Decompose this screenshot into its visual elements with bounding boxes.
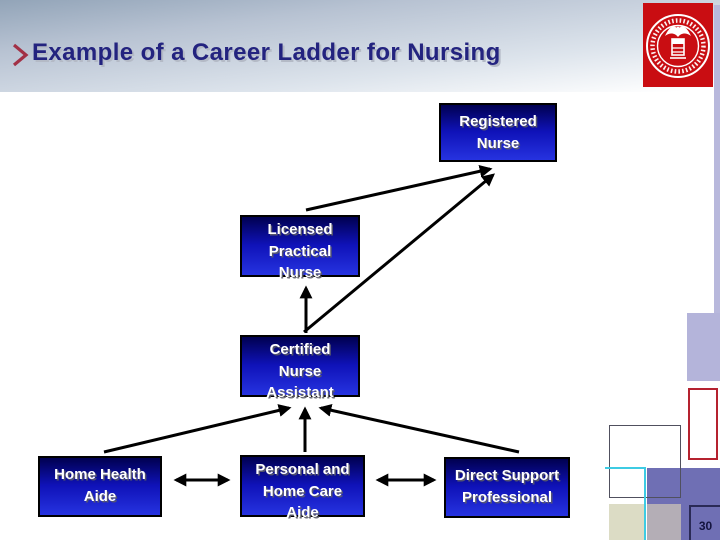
chevron-icon xyxy=(12,43,29,67)
arrow-hha-to-cna xyxy=(103,404,292,454)
title-row: Example of a Career Ladder for Nursing xyxy=(10,40,501,68)
cyan-line-decoration xyxy=(605,467,646,469)
cyan-line-decoration xyxy=(644,467,646,540)
arrow-lpn-to-rn xyxy=(305,164,493,212)
node-label: Home Health Aide xyxy=(54,466,146,505)
department-of-labor-seal-icon xyxy=(643,3,713,87)
node-certified-nurse-assistant: Certified Nurse Assistant xyxy=(240,335,360,401)
node-label: Personal and Home Care Aide xyxy=(255,461,350,521)
node-home-health-aide: Home Health Aide xyxy=(38,456,162,517)
node-label: Certified Nurse Assistant xyxy=(266,341,334,401)
lavender-square-decoration xyxy=(687,313,720,381)
page-number: 30 xyxy=(698,519,713,533)
node-label: Direct Support Professional xyxy=(454,467,560,506)
node-personal-and-home-care-aide: Personal and Home Care Aide xyxy=(240,455,365,521)
node-label: Licensed Practical Nurse xyxy=(267,221,333,281)
node-licensed-practical-nurse: Licensed Practical Nurse xyxy=(240,215,360,281)
seal-graphic xyxy=(646,14,710,78)
node-registered-nurse: Registered Nurse xyxy=(439,103,557,162)
node-label: Registered Nurse xyxy=(459,113,537,152)
page-number-box: 30 xyxy=(689,505,720,540)
arrow-dsp-to-cna xyxy=(318,403,520,454)
tan-square-decoration xyxy=(609,504,645,540)
header-band xyxy=(0,0,720,92)
edge-strip-decoration xyxy=(714,5,720,313)
gray-square-decoration xyxy=(647,504,681,540)
page-title: Example of a Career Ladder for Nursing xyxy=(32,39,501,66)
red-outline-decoration xyxy=(688,388,718,460)
node-direct-support-professional: Direct Support Professional xyxy=(444,457,570,518)
